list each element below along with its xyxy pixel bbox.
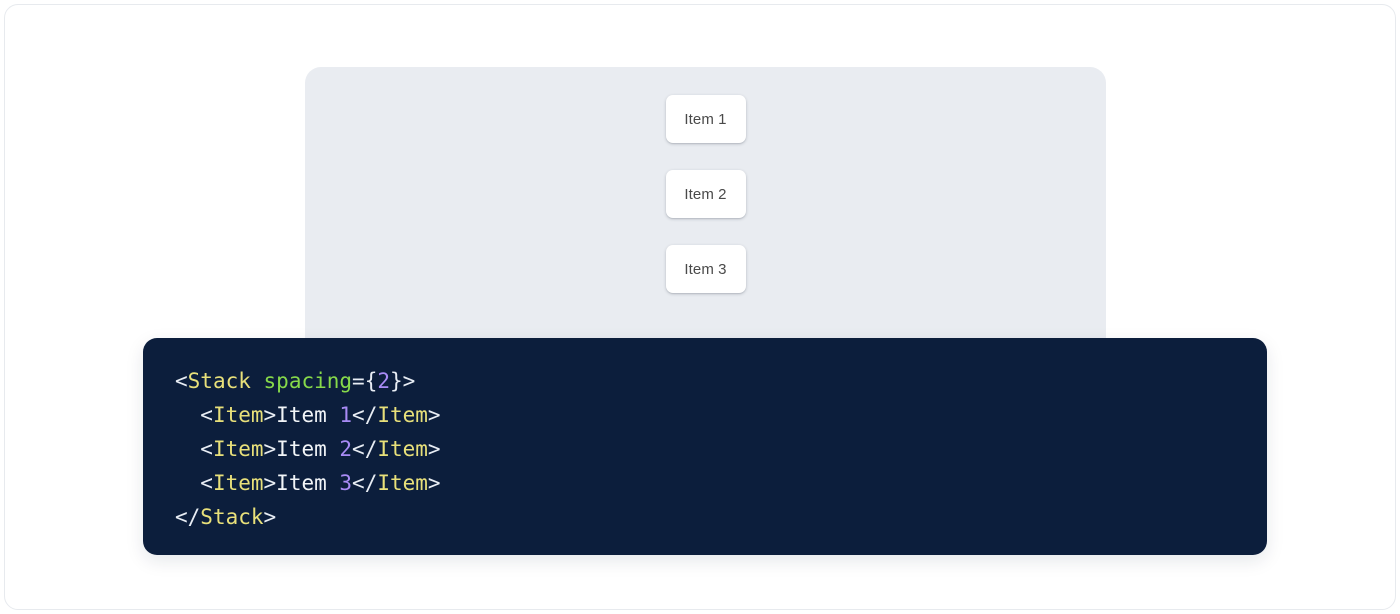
code-token-punct: < (175, 471, 213, 495)
code-token-punct: </ (352, 437, 378, 461)
code-line: </Stack> (175, 505, 276, 529)
code-snippet-text: <Stack spacing={2}> <Item>Item 1</Item> … (175, 364, 1267, 534)
code-token-text: Item (276, 437, 340, 461)
code-token-attr: spacing (263, 369, 353, 393)
code-token-tag: Item (377, 437, 428, 461)
code-token-punct: > (263, 403, 277, 427)
code-token-punct: </ (175, 505, 201, 529)
code-token-punct (251, 369, 264, 393)
code-token-text: Item (276, 471, 340, 495)
code-token-punct: > (263, 437, 277, 461)
stack-container: Item 1 Item 2 Item 3 (305, 95, 1106, 293)
stack-item-label: Item 1 (684, 110, 727, 128)
code-token-punct: < (175, 437, 213, 461)
code-token-punct: > (427, 471, 441, 495)
code-token-punct: > (427, 403, 441, 427)
code-token-tag: Item (212, 471, 264, 495)
code-token-punct: > (263, 471, 277, 495)
stack-item[interactable]: Item 3 (665, 245, 746, 293)
code-snippet-block: <Stack spacing={2}> <Item>Item 1</Item> … (143, 338, 1267, 555)
code-line: <Item>Item 1</Item> (175, 403, 441, 427)
code-token-text: Item (276, 403, 340, 427)
code-token-tag: Item (377, 403, 428, 427)
code-token-num: 2 (339, 437, 353, 461)
code-token-punct: < (175, 403, 213, 427)
code-token-punct: </ (352, 471, 378, 495)
stack-item[interactable]: Item 2 (665, 170, 746, 218)
code-token-num: 3 (339, 471, 353, 495)
code-token-punct: > (263, 505, 277, 529)
code-token-tag: Item (212, 403, 264, 427)
stack-item[interactable]: Item 1 (665, 95, 746, 143)
code-token-tag: Stack (187, 369, 251, 393)
code-line: <Item>Item 2</Item> (175, 437, 441, 461)
code-token-tag: Item (377, 471, 428, 495)
code-token-punct: ={ (352, 369, 378, 393)
stack-item-label: Item 3 (684, 260, 727, 278)
code-token-punct: < (175, 369, 188, 393)
code-token-punct: }> (390, 369, 416, 393)
code-token-punct: > (427, 437, 441, 461)
code-line: <Stack spacing={2}> (175, 369, 415, 393)
code-token-tag: Stack (200, 505, 264, 529)
code-token-num: 1 (339, 403, 353, 427)
code-token-num: 2 (377, 369, 390, 393)
code-token-tag: Item (212, 437, 264, 461)
component-preview-panel: Item 1 Item 2 Item 3 (305, 67, 1106, 357)
stack-item-label: Item 2 (684, 185, 727, 203)
code-token-punct: </ (352, 403, 378, 427)
code-line: <Item>Item 3</Item> (175, 471, 441, 495)
